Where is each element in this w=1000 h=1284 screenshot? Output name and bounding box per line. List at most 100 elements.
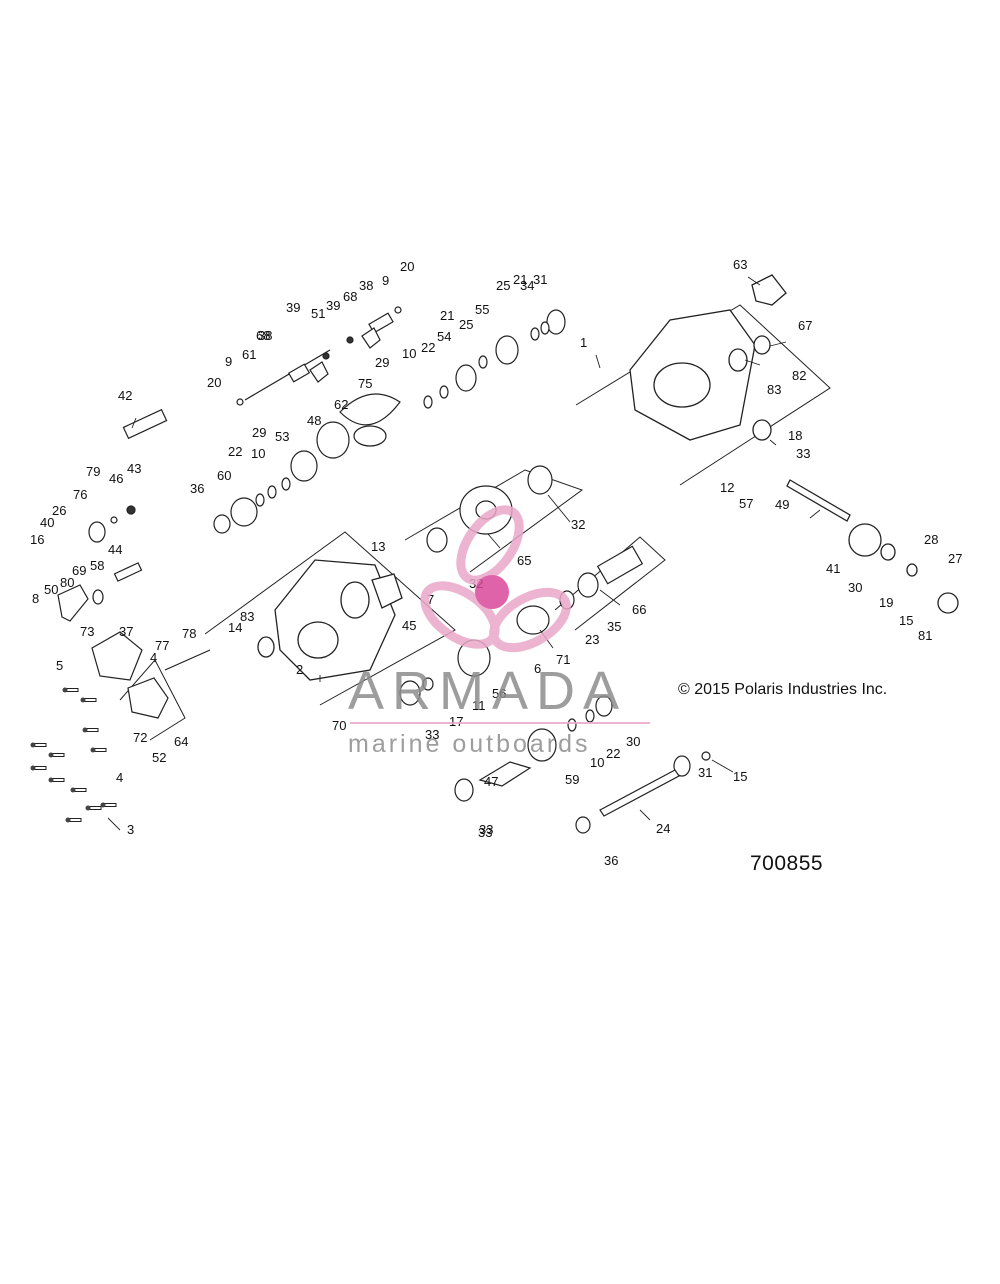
callout: 22 (606, 746, 620, 761)
callout: 77 (155, 638, 169, 653)
callout: 13 (371, 539, 385, 554)
callout: 71 (556, 652, 570, 667)
callout: 37 (119, 624, 133, 639)
callout: 60 (217, 468, 231, 483)
callout: 76 (73, 487, 87, 502)
ring-19 (906, 563, 918, 577)
detent-ball-39 (322, 352, 330, 360)
watermark-tagline: marine outboards (348, 730, 591, 758)
ring-25 (540, 321, 550, 335)
callout: 51 (311, 306, 325, 321)
bolt-5 (62, 687, 79, 693)
callout: 27 (948, 551, 962, 566)
plate-62 (353, 425, 387, 447)
callout: 7 (427, 592, 434, 607)
callout: 25 (459, 317, 473, 332)
left-components (57, 408, 211, 719)
callout: 45 (402, 618, 416, 633)
shaft-24 (599, 769, 680, 817)
bracket-73 (91, 631, 143, 681)
cover-64 (127, 677, 169, 719)
callout: 21 (513, 272, 527, 287)
callout: 14 (228, 620, 242, 635)
bolt-3a (70, 787, 87, 793)
bolt-4a (30, 742, 47, 748)
callout: 72 (133, 730, 147, 745)
shaft-66 (596, 545, 644, 585)
gasket-45 (371, 573, 403, 609)
callout: 35 (607, 619, 621, 634)
gear-58 (92, 589, 104, 605)
gear-76 (88, 521, 106, 543)
bearing-31b (673, 755, 691, 777)
ring-55 (478, 355, 488, 369)
callout: 30 (848, 580, 862, 595)
callout: 12 (720, 480, 734, 495)
hub-54 (455, 364, 477, 392)
callout: 22 (421, 340, 435, 355)
shift-drum-38 (287, 363, 311, 383)
callout: 64 (174, 734, 188, 749)
propeller-blade-1 (456, 505, 524, 585)
seal-57 (752, 419, 772, 441)
bolt-4e (82, 727, 99, 733)
callout: 3 (127, 822, 134, 837)
callout: 15 (899, 613, 913, 628)
bearing-32b (426, 527, 448, 553)
shift-drum-38b (368, 312, 394, 334)
callout: 38 (359, 278, 373, 293)
bracket-63 (751, 274, 787, 306)
bolt-4f (90, 747, 107, 753)
actuator-42 (122, 408, 168, 440)
shaft-49 (786, 479, 851, 522)
callout: 44 (108, 542, 122, 557)
callout: 83 (767, 382, 781, 397)
callout: 41 (826, 561, 840, 576)
ring-17 (422, 677, 434, 691)
callout: 20 (207, 375, 221, 390)
case-bore (297, 621, 339, 659)
callout: 62 (334, 397, 348, 412)
bolt-4d (48, 777, 65, 783)
upper-gear-train (213, 309, 566, 534)
callout: 33 (796, 446, 810, 461)
callout: 42 (118, 388, 132, 403)
callout-labels: 1 2 3 4 4 5 6 7 8 9 9 10 10 10 11 12 13 … (30, 257, 962, 868)
callout: 61 (242, 347, 256, 362)
callout: 79 (86, 464, 100, 479)
callout: 57 (739, 496, 753, 511)
callout: 49 (775, 497, 789, 512)
gear-47 (478, 761, 532, 787)
bearing-31 (546, 309, 566, 335)
chain-75 (339, 393, 401, 426)
shift-fork-68 (309, 361, 329, 383)
callout: 23 (585, 632, 599, 647)
callout: 38 (258, 328, 272, 343)
propeller-blade-3 (489, 587, 571, 653)
callout: 31 (533, 272, 547, 287)
gear-59 (527, 728, 557, 762)
watermark-propeller-logo (350, 505, 650, 724)
callout: 73 (80, 624, 94, 639)
shift-rod-61 (244, 349, 331, 401)
callout: 1 (580, 335, 587, 350)
bearing-82 (753, 335, 771, 355)
callout: 58 (90, 558, 104, 573)
leader-lines (107, 276, 821, 831)
callout: 6 (534, 661, 541, 676)
cap-81 (937, 592, 959, 614)
callout: 63 (733, 257, 747, 272)
callout: 33 (479, 822, 493, 837)
cover-71 (516, 605, 550, 635)
callout: 36 (604, 853, 618, 868)
shaft-44 (113, 562, 143, 582)
callout: 19 (879, 595, 893, 610)
callout: 10 (402, 346, 416, 361)
callout: 52 (152, 750, 166, 765)
callout: 25 (496, 278, 510, 293)
callout: 67 (798, 318, 812, 333)
ring-29 (281, 477, 291, 491)
propeller-hub (475, 575, 509, 609)
bearing-30b (880, 543, 896, 561)
